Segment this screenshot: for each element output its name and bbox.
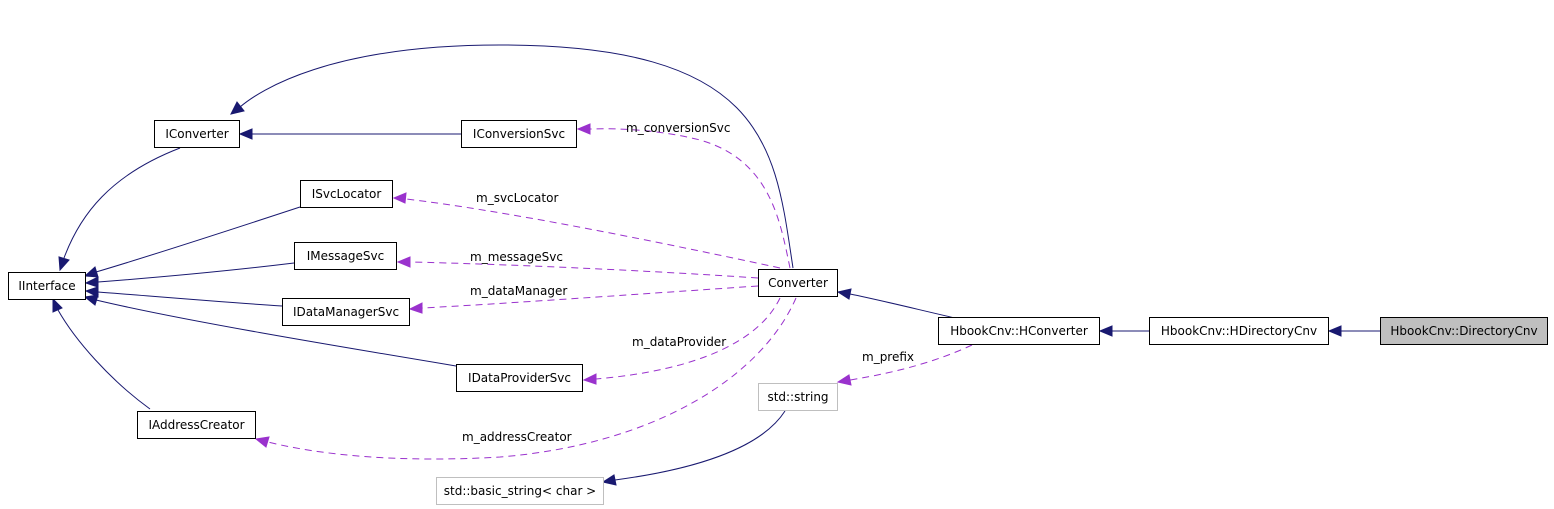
arrowhead-isvclocator xyxy=(392,192,407,204)
arrowhead-iinterface-6 xyxy=(52,297,63,313)
label-m-datamanager: m_dataManager xyxy=(470,284,567,298)
edge-m-svclocator xyxy=(405,198,781,269)
edge-iconverter-to-iinterface xyxy=(63,147,181,259)
arrowhead-iinterface-2 xyxy=(83,266,99,278)
arrowhead-iinterface-5 xyxy=(83,294,99,306)
label-m-addresscreator: m_addressCreator xyxy=(462,430,572,444)
edge-idataprovidersvc-to-iinterface xyxy=(95,299,457,367)
arrowhead-basic-string xyxy=(601,474,617,486)
node-directorycnv-current: HbookCnv::DirectoryCnv xyxy=(1380,317,1548,345)
edge-m-prefix xyxy=(849,344,973,381)
node-idataprovidersvc[interactable]: IDataProviderSvc xyxy=(456,364,583,392)
edge-isvclocator-to-iinterface xyxy=(95,206,301,273)
arrowhead-hdirectorycnv xyxy=(1327,325,1342,337)
edge-std-string-to-basic-string xyxy=(614,410,786,481)
arrowhead-iinterface-3 xyxy=(84,276,99,288)
label-m-svclocator: m_svcLocator xyxy=(476,191,558,205)
arrowhead-imessagesvc xyxy=(396,256,411,268)
edge-converter-to-iconverter xyxy=(239,44,794,269)
label-m-conversionsvc: m_conversionSvc xyxy=(626,121,731,135)
arrowhead-iinterface-1 xyxy=(58,256,70,272)
node-imessagesvc[interactable]: IMessageSvc xyxy=(294,242,397,270)
edge-imessagesvc-to-iinterface xyxy=(97,262,295,283)
node-iconversionsvc[interactable]: IConversionSvc xyxy=(461,120,577,148)
arrowhead-converter xyxy=(836,288,852,300)
label-m-prefix: m_prefix xyxy=(862,350,914,364)
arrowhead-iconverter-side xyxy=(238,128,253,140)
edge-m-conversionsvc xyxy=(589,128,791,269)
node-hdirectorycnv[interactable]: HbookCnv::HDirectoryCnv xyxy=(1149,317,1329,345)
arrowhead-iinterface-4 xyxy=(84,286,99,298)
arrowhead-idataprovidersvc xyxy=(582,373,597,385)
edge-iaddresscreator-to-iinterface xyxy=(57,309,151,410)
edge-idatamanagersvc-to-iinterface xyxy=(97,291,283,307)
arrowhead-hconverter xyxy=(1098,325,1113,337)
node-std-string: std::string xyxy=(758,383,838,411)
node-iaddresscreator[interactable]: IAddressCreator xyxy=(137,411,256,439)
arrowhead-iaddresscreator xyxy=(254,436,270,448)
node-std-basic-string: std::basic_string< char > xyxy=(436,477,604,505)
edge-m-addresscreator xyxy=(267,297,797,460)
label-m-dataprovider: m_dataProvider xyxy=(632,335,726,349)
node-iinterface[interactable]: IInterface xyxy=(8,272,86,300)
label-m-messagesvc: m_messageSvc xyxy=(470,250,563,264)
edge-m-messagesvc xyxy=(409,261,759,279)
edge-m-datamanager xyxy=(421,285,759,309)
edge-hconverter-to-converter xyxy=(849,293,956,319)
arrowhead-std-string xyxy=(836,374,852,386)
arrowhead-iconversionsvc xyxy=(576,123,591,135)
node-hconverter[interactable]: HbookCnv::HConverter xyxy=(938,317,1100,345)
arrowhead-idatamanagersvc xyxy=(408,302,423,314)
arrowhead-iconverter-top xyxy=(230,101,245,115)
node-idatamanagersvc[interactable]: IDataManagerSvc xyxy=(282,298,410,326)
node-iconverter[interactable]: IConverter xyxy=(154,120,240,148)
node-converter[interactable]: Converter xyxy=(758,269,838,297)
edge-m-dataprovider xyxy=(595,297,781,380)
node-isvclocator[interactable]: ISvcLocator xyxy=(300,180,393,208)
